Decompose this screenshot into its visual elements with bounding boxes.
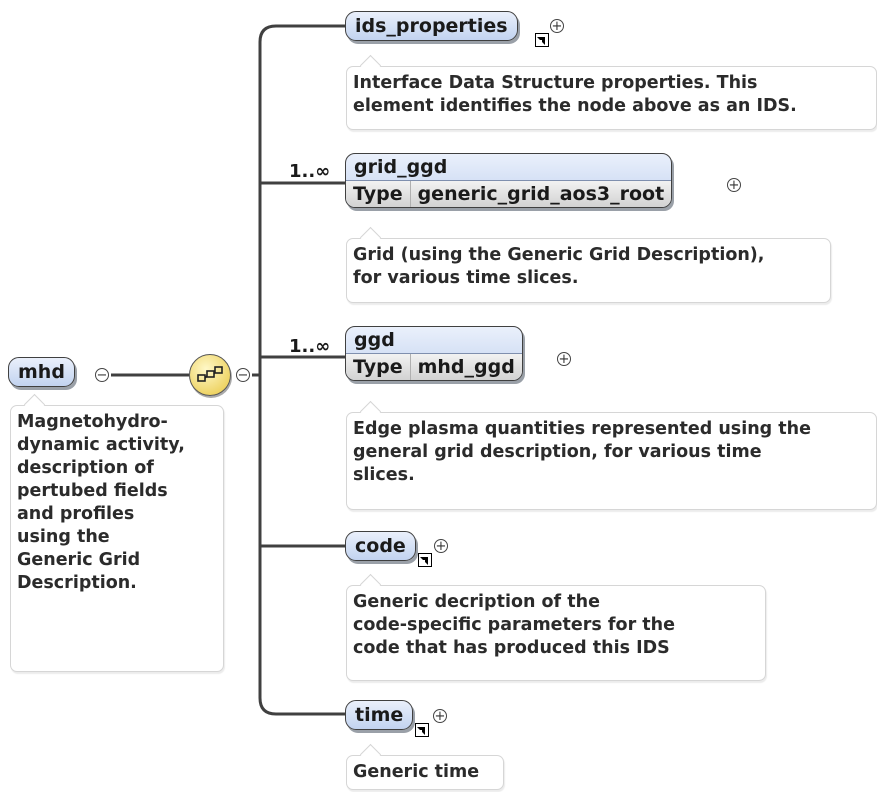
expand-icon[interactable]: +: [434, 539, 448, 554]
expand-icon[interactable]: +: [550, 19, 564, 34]
node-ggd[interactable]: ggd Type mhd_ggd: [345, 326, 523, 381]
ggd-documentation: Edge plasma quantities represented using…: [346, 400, 877, 510]
reference-icon: [418, 553, 432, 567]
doc-line: Generic decription of the: [353, 592, 600, 612]
doc-line: Grid (using the Generic Grid Description…: [353, 245, 765, 265]
doc-line: Description.: [17, 573, 137, 593]
code-documentation: Generic decription of the code-specific …: [346, 573, 766, 681]
expand-icon[interactable]: +: [433, 709, 447, 724]
doc-line: Magnetohydro-: [17, 412, 168, 432]
type-value: generic_grid_aos3_root: [417, 183, 665, 205]
doc-line: slices.: [353, 465, 415, 485]
doc-line: Interface Data Structure properties. Thi…: [353, 73, 758, 93]
sequence-icon[interactable]: [189, 354, 231, 396]
doc-line: for various time slices.: [353, 268, 579, 288]
doc-line: Edge plasma quantities represented using…: [353, 419, 811, 439]
trunk-line: [258, 24, 345, 716]
type-label: Type: [346, 354, 411, 380]
type-row: Type mhd_ggd: [346, 353, 522, 380]
expand-icon[interactable]: +: [557, 352, 571, 367]
root-node-mhd[interactable]: mhd: [8, 357, 75, 387]
node-label: ggd: [354, 329, 395, 351]
node-grid-ggd[interactable]: grid_ggd Type generic_grid_aos3_root: [345, 153, 673, 208]
doc-line: Generic Grid: [17, 550, 141, 570]
node-label: ids_properties: [355, 15, 508, 37]
time-documentation: Generic time: [346, 743, 504, 790]
type-row: Type generic_grid_aos3_root: [346, 180, 672, 207]
collapse-sequence-icon[interactable]: −: [236, 368, 250, 383]
node-code[interactable]: code: [345, 531, 416, 561]
ids-properties-documentation: Interface Data Structure properties. Thi…: [346, 54, 877, 130]
type-label: Type: [346, 181, 411, 207]
doc-line: using the: [17, 527, 110, 547]
node-time[interactable]: time: [345, 700, 414, 730]
node-label: grid_ggd: [354, 156, 448, 178]
reference-icon: [415, 723, 429, 737]
grid-ggd-documentation: Grid (using the Generic Grid Description…: [346, 226, 831, 303]
multiplicity-label: 1..∞: [289, 336, 331, 357]
root-node-label: mhd: [18, 361, 65, 383]
doc-line: dynamic activity,: [17, 435, 185, 455]
multiplicity-label: 1..∞: [289, 161, 331, 182]
reference-icon: [535, 33, 549, 47]
doc-line: general grid description, for various ti…: [353, 442, 762, 462]
type-value: mhd_ggd: [417, 356, 515, 378]
doc-line: code-specific parameters for the: [353, 615, 675, 635]
doc-line: code that has produced this IDS: [353, 638, 670, 658]
sequence-glyph-icon: [197, 365, 223, 382]
node-label: time: [355, 704, 404, 726]
node-ids-properties[interactable]: ids_properties: [345, 11, 518, 41]
doc-line: Generic time: [353, 762, 480, 782]
doc-line: description of: [17, 458, 154, 478]
collapse-icon[interactable]: −: [95, 368, 109, 383]
doc-line: and profiles: [17, 504, 135, 524]
root-documentation: Magnetohydro- dynamic activity, descript…: [10, 393, 224, 672]
node-label: code: [355, 535, 406, 557]
doc-line: element identifies the node above as an …: [353, 96, 797, 116]
expand-icon[interactable]: +: [727, 178, 741, 193]
doc-line: pertubed fields: [17, 481, 168, 501]
